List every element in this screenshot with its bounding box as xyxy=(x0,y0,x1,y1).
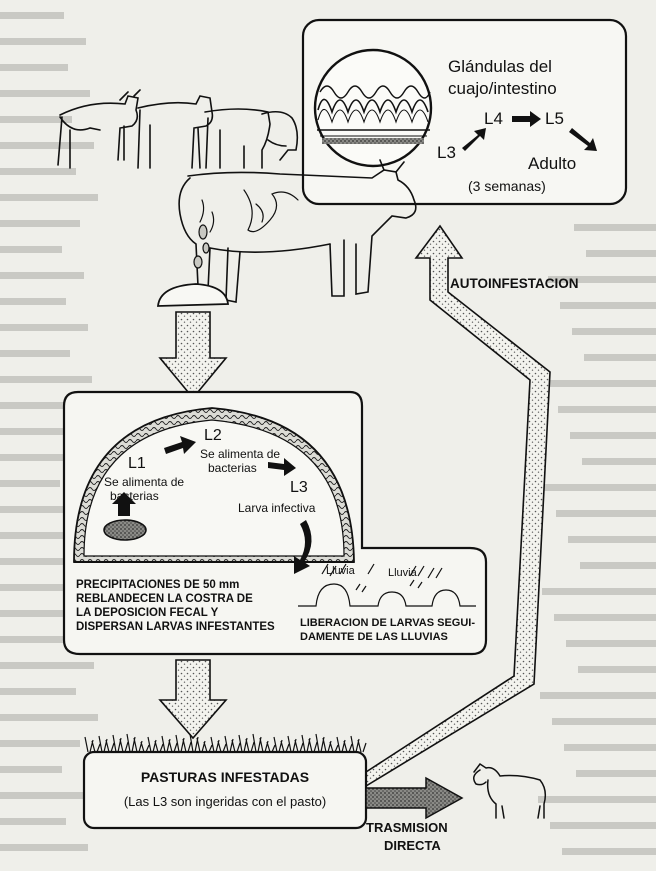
rain-text-line4: DISPERSAN LARVAS INFESTANTES xyxy=(76,621,275,633)
down-arrow-pat-to-fecal-icon xyxy=(160,312,226,398)
stage-l3-label: L3 xyxy=(290,479,308,496)
autoinfestation-label: AUTOINFESTACION xyxy=(450,276,579,291)
autoinfestation-arrow-icon xyxy=(366,226,550,786)
direct-transmission-line2: DIRECTA xyxy=(384,838,441,853)
note-l2-line1: Se alimenta de xyxy=(200,447,280,461)
note-l1-line2: bacterias xyxy=(110,489,159,503)
calf-icon xyxy=(474,764,546,818)
stage-l2-label: L2 xyxy=(204,427,222,444)
stage-l1-label: L1 xyxy=(128,455,146,472)
rain-label-1: Lluvia xyxy=(326,565,356,577)
stage-l3: L3 xyxy=(437,143,456,162)
release-text-line2: DAMENTE DE LAS LLUVIAS xyxy=(300,631,448,643)
gland-magnification-icon xyxy=(315,50,431,166)
stage-adult: Adulto xyxy=(528,154,576,173)
direct-transmission-line1: TRASMISION xyxy=(366,820,448,835)
stage-l4: L4 xyxy=(484,109,503,128)
egg-icon xyxy=(104,520,146,540)
down-arrow-fecal-to-pasture-icon xyxy=(160,660,226,738)
dung-pat-icon xyxy=(158,284,228,306)
gland-title-line2: cuajo/intestino xyxy=(448,79,557,98)
pasture-subtitle: (Las L3 son ingeridas con el pasto) xyxy=(124,794,326,809)
gland-title-line1: Glándulas del xyxy=(448,57,552,76)
note-l1-line1: Se alimenta de xyxy=(104,475,184,489)
duration-label: (3 semanas) xyxy=(468,178,546,194)
stage-l5: L5 xyxy=(545,109,564,128)
direct-transmission-arrow-icon xyxy=(366,778,462,818)
fecal-panel: Se alimenta de bacterias L1 L2 Se alimen… xyxy=(64,392,486,654)
pasture-title: PASTURAS INFESTADAS xyxy=(141,769,309,785)
rain-text-line1: PRECIPITACIONES DE 50 mm xyxy=(76,579,239,591)
grass-icon xyxy=(85,734,366,752)
rain-text-line3: LA DEPOSICION FECAL Y xyxy=(76,607,219,619)
rain-text-line2: REBLANDECEN LA COSTRA DE xyxy=(76,593,253,605)
release-text-line1: LIBERACION DE LARVAS SEGUI- xyxy=(300,617,475,629)
rain-label-2: Lluvia xyxy=(388,567,418,579)
pasture-box: PASTURAS INFESTADAS (Las L3 son ingerida… xyxy=(84,734,366,828)
infective-larva-label: Larva infectiva xyxy=(238,501,316,515)
note-l2-line2: bacterias xyxy=(208,461,257,475)
